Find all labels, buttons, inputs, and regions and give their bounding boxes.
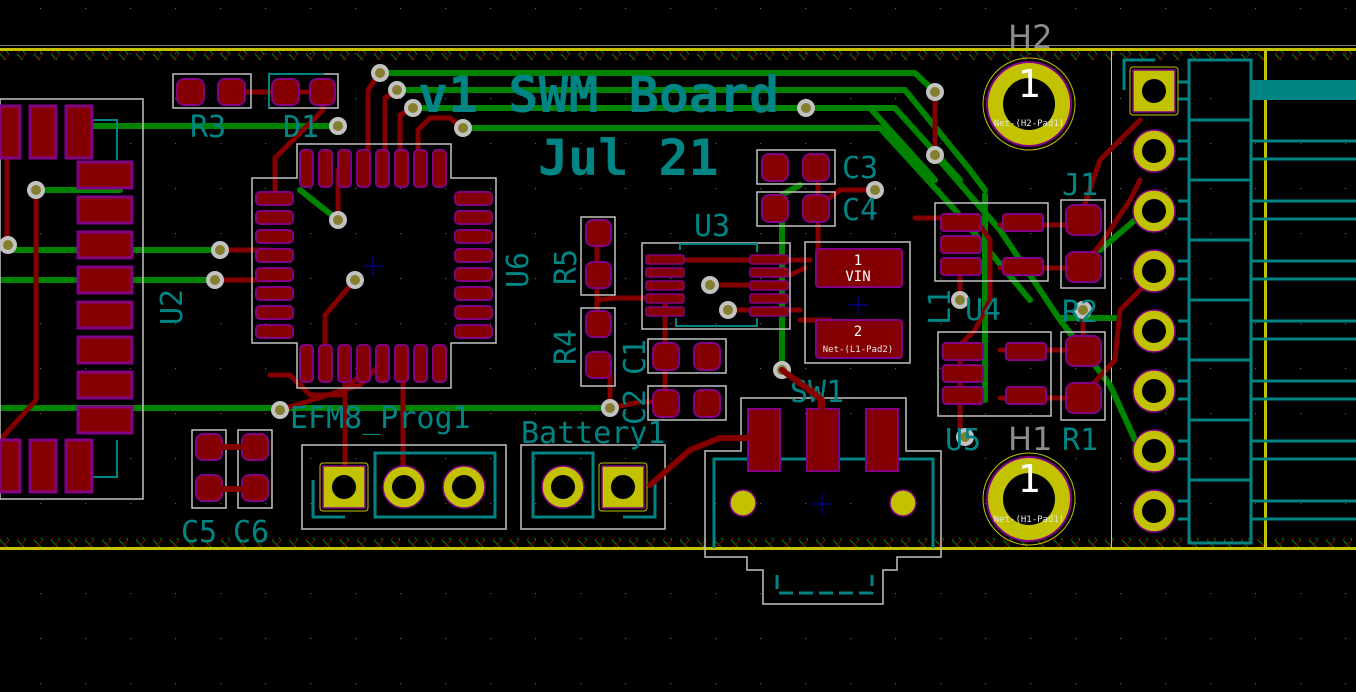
component-efm8-prog1[interactable]: EFM8_Prog1	[290, 401, 507, 530]
r3-reference: R3	[190, 110, 226, 145]
board-title-line1: v1 SWM Board	[418, 66, 779, 124]
c5-reference: C5	[181, 515, 217, 550]
component-u3[interactable]: U3	[641, 209, 791, 330]
r1-reference: R1	[1062, 423, 1098, 458]
r2-reference: R2	[1062, 295, 1098, 330]
l1-reference: L1	[923, 289, 958, 325]
component-c2[interactable]: C2	[618, 385, 727, 425]
l1-pad-2[interactable]	[815, 319, 903, 359]
efm8-prog1-reference: EFM8_Prog1	[290, 401, 471, 436]
vias	[0, 64, 1092, 446]
u6-reference: U6	[501, 252, 536, 288]
c4-reference: C4	[842, 193, 878, 228]
component-u5[interactable]: U5	[937, 331, 1052, 458]
component-r3[interactable]: R3	[172, 73, 252, 145]
l1-pad2-net: Net-(L1-Pad2)	[823, 345, 893, 355]
component-d1[interactable]: D1	[268, 73, 339, 145]
component-c3[interactable]: C3	[756, 149, 878, 186]
u4-reference: U4	[965, 293, 1001, 328]
u5-reference: U5	[945, 423, 981, 458]
board-edge	[0, 45, 1356, 550]
component-u4[interactable]: U4	[934, 202, 1049, 328]
r5-reference: R5	[549, 249, 584, 285]
battery1-reference: Battery1	[521, 416, 666, 451]
d1-reference: D1	[283, 110, 319, 145]
board-title-line2: Jul 21	[538, 129, 719, 187]
l1-pad-1[interactable]	[815, 248, 903, 288]
h2-reference: H2	[1008, 18, 1052, 56]
component-c5[interactable]: C5	[181, 429, 227, 550]
c2-reference: C2	[618, 389, 653, 425]
h2-pad-number: 1	[1018, 62, 1041, 106]
component-r2[interactable]: R2	[1060, 199, 1106, 330]
l1-pad1-number: 1	[854, 253, 862, 269]
component-r1[interactable]: R1	[1060, 331, 1106, 458]
component-c4[interactable]: C4	[756, 191, 878, 228]
component-r4[interactable]: R4	[549, 307, 616, 387]
component-r5[interactable]: R5	[549, 216, 616, 296]
component-battery1[interactable]: Battery1	[520, 416, 666, 530]
component-u6[interactable]: U6	[251, 143, 536, 389]
u2-reference: U2	[155, 289, 190, 325]
component-c1[interactable]: C1	[618, 338, 727, 375]
component-h2[interactable]: 1 Net-(H2-Pad1) H2	[982, 18, 1076, 151]
c1-reference: C1	[618, 339, 653, 375]
component-u2[interactable]: U2	[0, 98, 190, 500]
h2-pad-net: Net-(H2-Pad1)	[994, 119, 1064, 129]
l1-pad1-net: VIN	[845, 269, 870, 285]
l1-pad2-number: 2	[854, 324, 862, 340]
h1-pad-number: 1	[1018, 457, 1041, 501]
h1-reference: H1	[1008, 420, 1052, 458]
component-l1[interactable]: 1 VIN 2 Net-(L1-Pad2) L1	[804, 241, 958, 364]
j1-reference: J1	[1062, 168, 1098, 203]
sw1-pad-traces	[647, 367, 825, 488]
component-c6[interactable]: C6	[220, 429, 273, 550]
c6-reference: C6	[233, 515, 269, 550]
r4-reference: R4	[549, 329, 584, 365]
component-j1[interactable]: J1	[1062, 58, 1356, 545]
c3-reference: C3	[842, 151, 878, 186]
h1-pad-net: Net-(H1-Pad1)	[994, 515, 1064, 525]
u3-reference: U3	[694, 209, 730, 244]
component-h1[interactable]: 1 Net-(H1-Pad1) H1	[982, 420, 1076, 546]
